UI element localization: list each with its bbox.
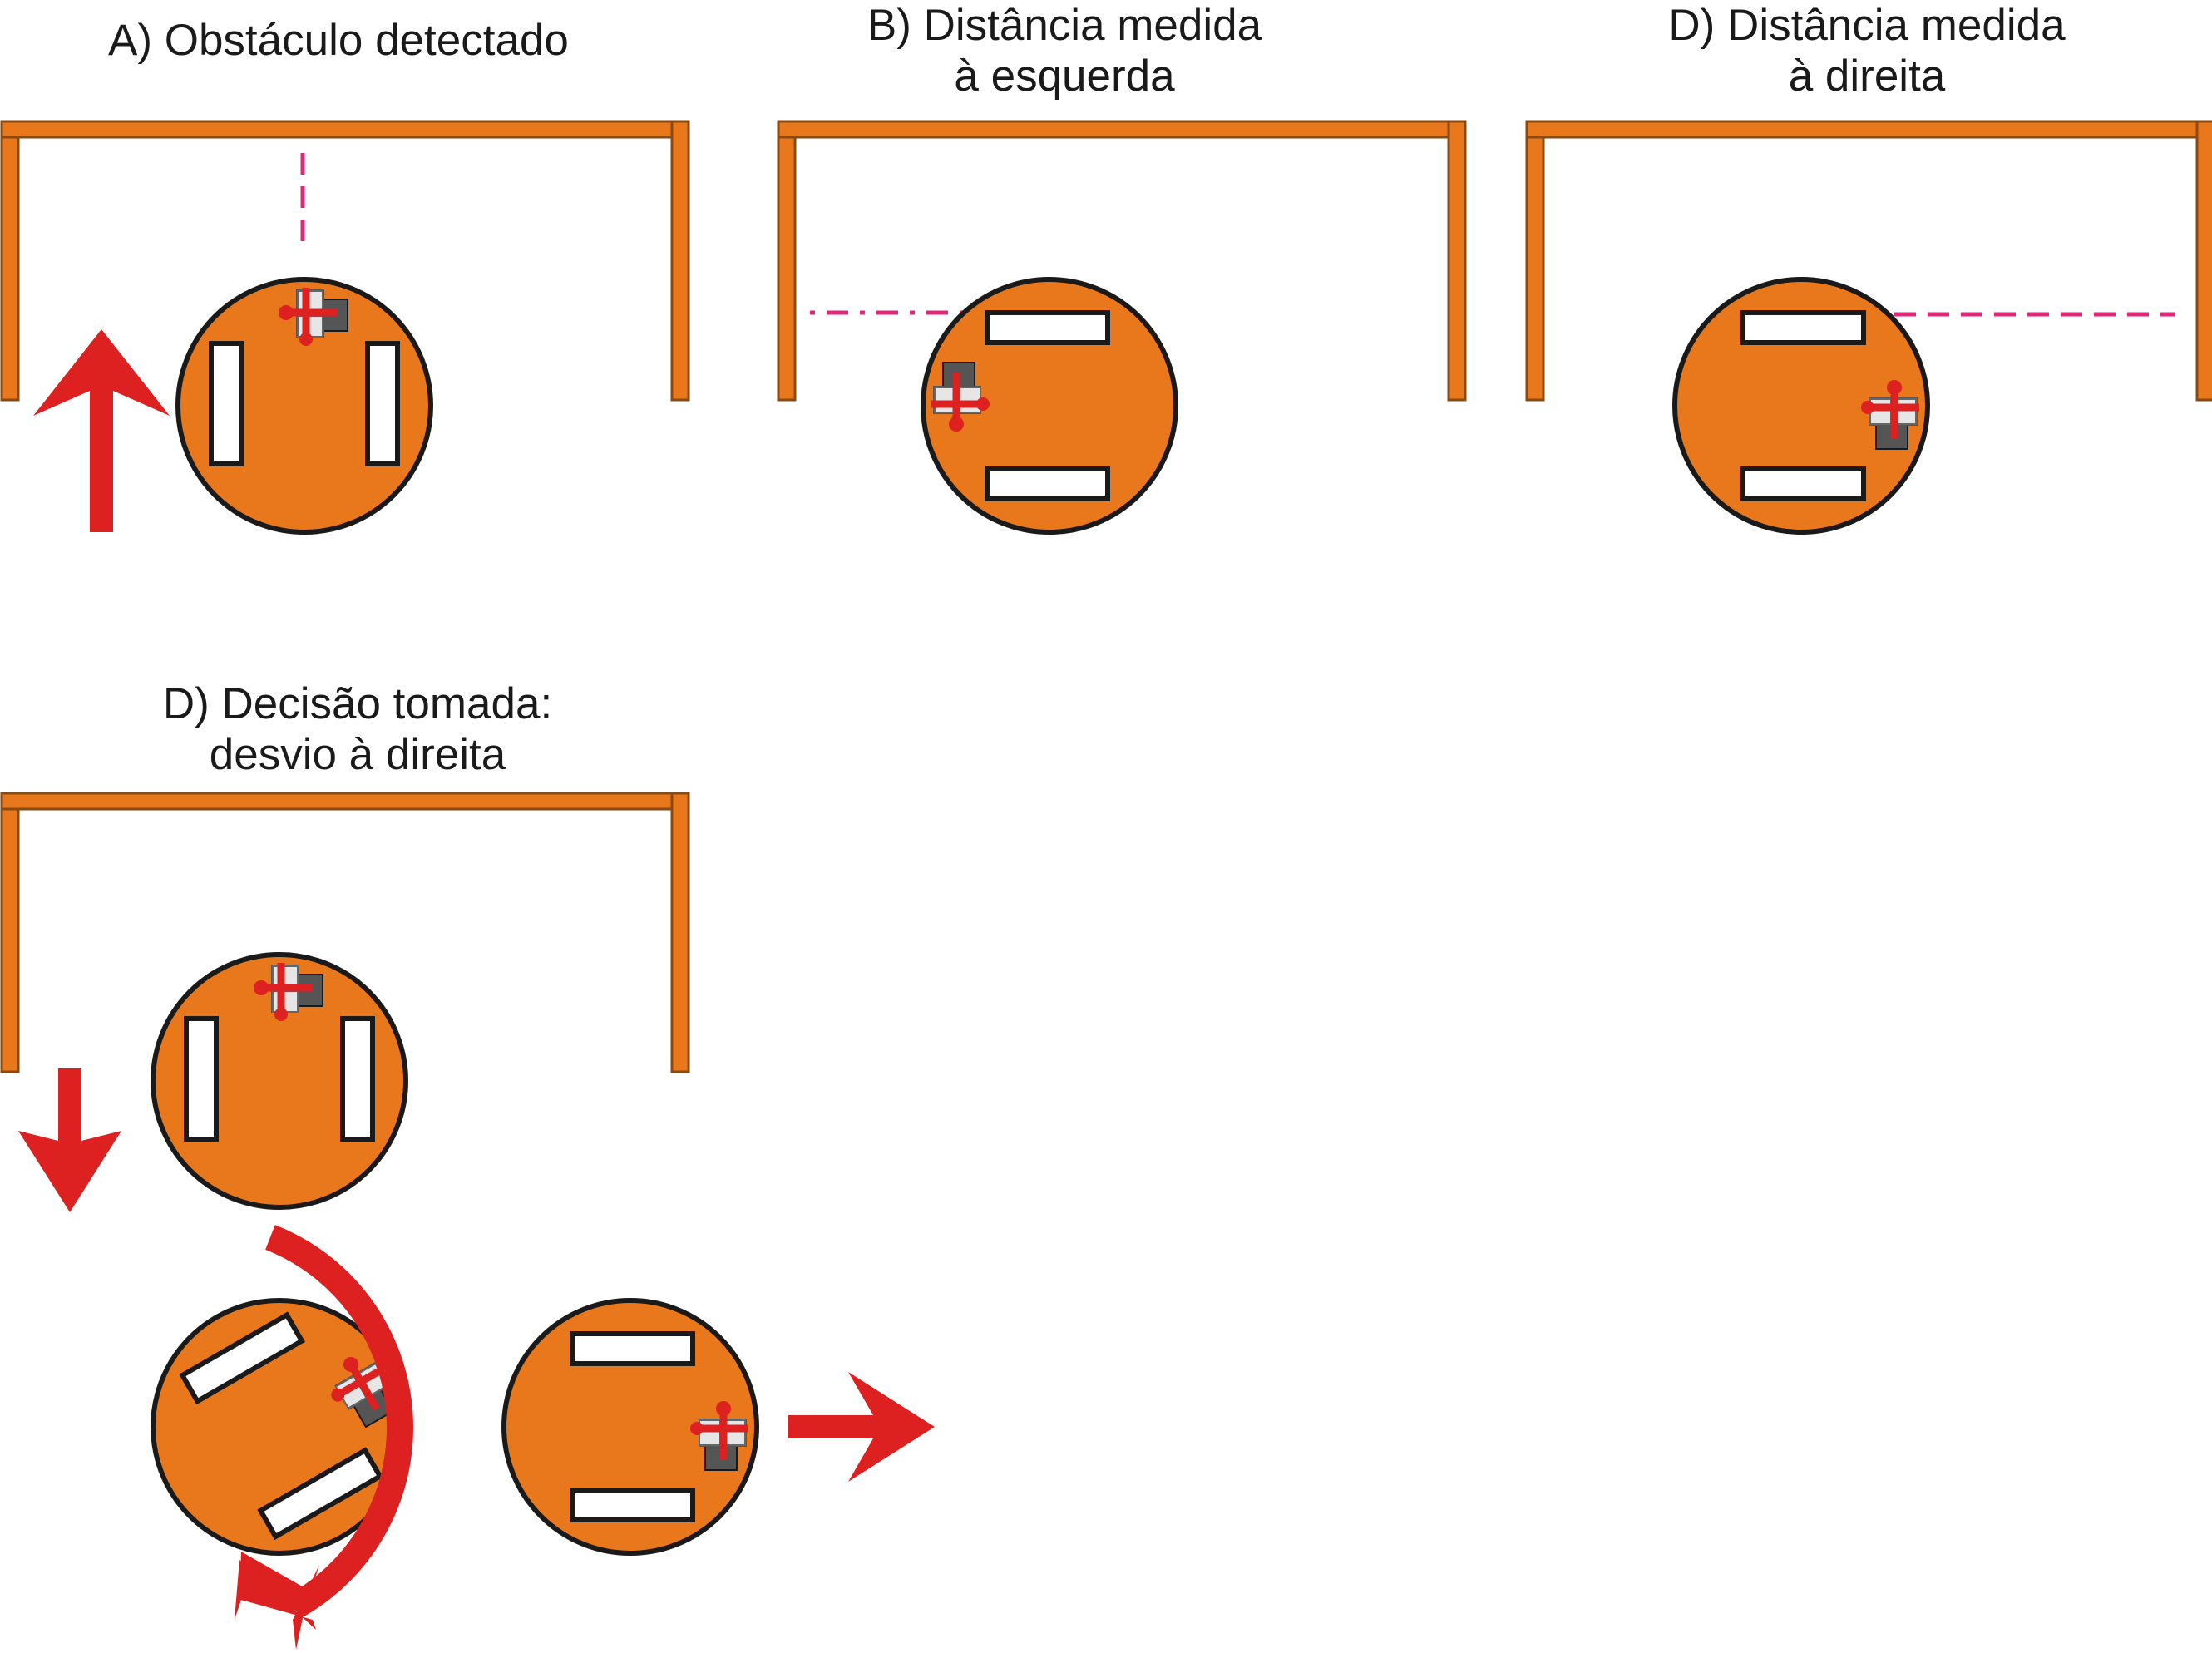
- panel-c-title-line-2: à direita: [1788, 52, 1946, 101]
- panel-d-title: D) Decisão tomada: desvio à direita: [108, 678, 607, 780]
- panel-d: [0, 792, 935, 1650]
- panel-d-right-arrow-icon: [788, 1372, 935, 1482]
- panel-d-turn-arrowhead-shaft: [239, 1552, 311, 1613]
- panel-d-title-line-1: D) Decisão tomada:: [162, 679, 553, 728]
- panel-b-title: B) Distância medida à esquerda: [848, 0, 1281, 101]
- panel-d-turn-arrowhead-tip: [293, 1565, 319, 1650]
- panel-d-reverse-arrow-icon: [18, 1068, 121, 1212]
- panel-a-forward-arrow-icon: [33, 329, 170, 532]
- panel-d-turn-arc: [265, 1225, 414, 1616]
- panel-b-title-line-1: B) Distância medida: [867, 1, 1262, 50]
- panel-d-title-line-2: desvio à direita: [209, 730, 506, 779]
- panel-c: [1525, 120, 2212, 532]
- panel-c-title-line-1: D) Distância medida: [1668, 1, 2066, 50]
- panel-a-title: A) Obstáculo detectado: [108, 15, 569, 66]
- panel-b-title-line-2: à esquerda: [954, 52, 1175, 101]
- panel-a-robot: [178, 279, 431, 532]
- panel-b-robot: [923, 279, 1176, 532]
- panel-a: [0, 120, 690, 532]
- panel-c-robot: [1675, 279, 1928, 532]
- panel-c-title: D) Distância medida à direita: [1605, 0, 2129, 101]
- panel-d-robot-right: [504, 1300, 757, 1553]
- panel-d-robot-reverse: [153, 955, 406, 1207]
- panel-a-title-line-1: A) Obstáculo detectado: [108, 16, 569, 65]
- panel-b: [777, 120, 1467, 532]
